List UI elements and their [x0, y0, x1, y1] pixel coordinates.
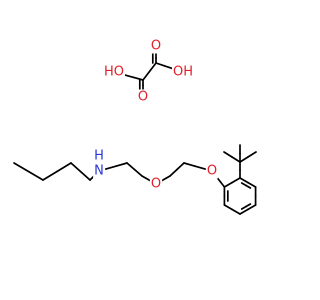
amine-h-label: H	[94, 149, 104, 164]
bond-layer	[13, 52, 257, 215]
ch2-phenoxy-o-bond-b	[193, 165, 207, 170]
butyl-c2-c3-bond-a	[42, 170, 58, 181]
ring-bond-0-b	[231, 177, 241, 184]
butyl-c2-c3-bond-b	[56, 162, 72, 173]
ch2-ether-o-bond-b	[145, 177, 151, 182]
phenoxy-o-ring-link-b	[219, 180, 226, 188]
ch2-ch2-bond-2-a	[169, 168, 178, 177]
oxalic-ho-label-bg	[102, 64, 126, 80]
ring-bond-3-a	[246, 204, 257, 211]
ring-bond-1-a	[239, 177, 249, 184]
label-layer: HO OH O O N H O O	[93, 38, 219, 192]
phenoxy-o-label-bg	[205, 163, 219, 179]
butyl-c3-c4-bond-a	[70, 162, 82, 173]
oxalic-oh-label: OH	[173, 65, 193, 80]
tbutyl-me1-bond-b	[223, 151, 233, 158]
ether-o-label: O	[151, 177, 161, 192]
tbutyl-me2-bond-b	[247, 151, 257, 158]
butyl-c1-c2-bond-a	[13, 162, 30, 173]
ring-inner-double-1-b	[240, 205, 247, 210]
n-ch2-bond-b	[115, 162, 128, 167]
ring-inner-double-0-b	[245, 184, 252, 189]
oxalic-ho-c1-bond-b	[132, 76, 144, 81]
ring-bond-0-a	[223, 181, 234, 188]
ch2-phenoxy-o-bond-a	[183, 162, 196, 167]
oxalic-ho-c1-bond-a	[123, 74, 135, 79]
butyl-c3-c4-bond-b	[79, 170, 91, 181]
oxalic-carbonyl-o-bottom-label: O	[138, 90, 148, 105]
oxalic-c1-c2-bond-b	[148, 62, 157, 73]
ring-bond-3-b	[239, 208, 249, 215]
oxalic-oh-label-bg	[171, 64, 195, 80]
n-ch2-bond-a	[104, 165, 118, 170]
tbutyl-me2-bond-a	[239, 156, 249, 163]
ring-bond-4-b	[223, 204, 234, 211]
oxalic-ho-label: HO	[104, 65, 124, 80]
ch2-ch2-bond-1-b	[133, 168, 143, 177]
ch2-ch2-bond-2-b	[176, 162, 185, 171]
oxalic-carbonyl-o-top-label: O	[151, 39, 161, 54]
amine-n-label-bg	[93, 163, 105, 179]
oxalic-c1-c2-bond-a	[142, 70, 151, 81]
oxalic-carbonyl-o-bottom-label-bg	[136, 89, 150, 105]
amine-h-label-bg	[93, 148, 105, 164]
butyl-c1-c2-bond-b	[27, 170, 44, 181]
phenoxy-o-label: O	[207, 164, 217, 179]
amine-n-label: N	[94, 164, 104, 179]
ring-bond-1-b	[246, 181, 257, 188]
ch2-ch2-bond-1-a	[126, 162, 136, 171]
oxalic-c2-oh-bond-a	[155, 62, 166, 67]
oxalic-c2-oh-bond-b	[163, 64, 174, 70]
tbutyl-me1-bond-a	[231, 156, 241, 163]
structure-diagram: HO OH O O N H O O	[13, 38, 257, 215]
oxalic-carbonyl-o-top-label-bg	[149, 38, 163, 54]
ether-o-label-bg	[149, 176, 163, 192]
ring-bond-4-a	[231, 208, 241, 215]
